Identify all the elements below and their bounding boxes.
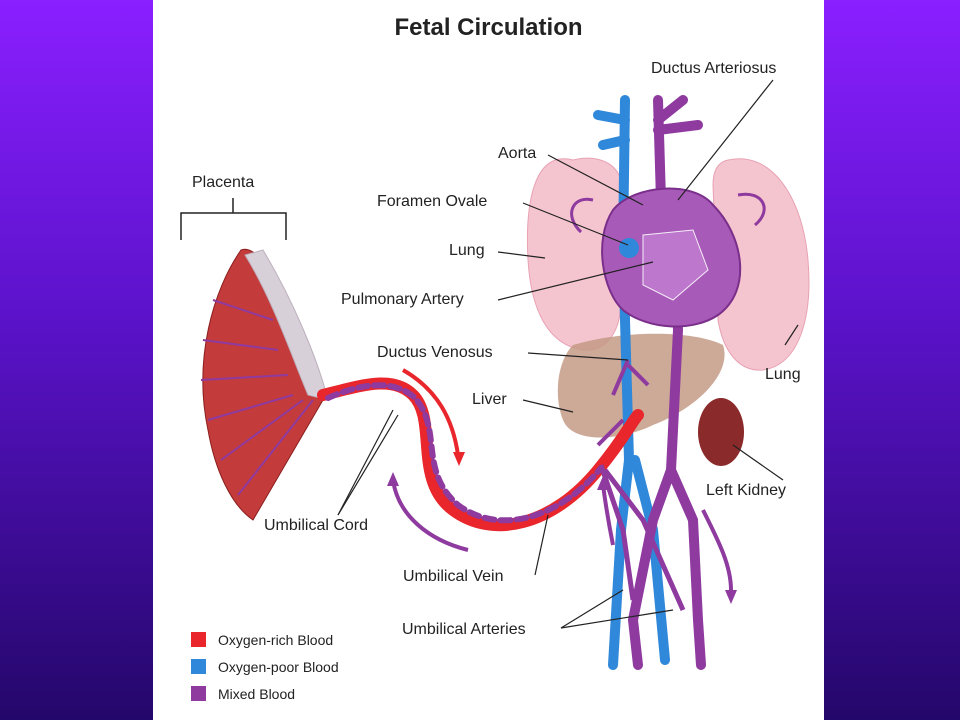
legend: Oxygen-rich Blood Oxygen-poor Blood Mixe… xyxy=(191,626,339,707)
left-kidney xyxy=(698,398,744,466)
arrow-oxygen-rich-flow xyxy=(402,368,460,456)
diagram-panel: Fetal Circulation xyxy=(153,0,824,720)
legend-item-oxygen-rich: Oxygen-rich Blood xyxy=(191,626,339,653)
label-ductus-arteriosus: Ductus Arteriosus xyxy=(651,60,777,77)
left-lung xyxy=(526,157,622,351)
label-ductus-venosus: Ductus Venosus xyxy=(377,344,493,361)
umbilical-arteries xyxy=(598,464,686,612)
leader-lines xyxy=(337,79,799,629)
label-aorta: Aorta xyxy=(498,145,537,162)
legend-item-oxygen-poor: Oxygen-poor Blood xyxy=(191,653,339,680)
label-lung-right: Lung xyxy=(765,366,801,383)
arrow-mixed-flow-left xyxy=(391,479,469,552)
label-pulmonary-artery: Pulmonary Artery xyxy=(341,291,464,308)
label-foramen-ovale: Foramen Ovale xyxy=(377,193,488,210)
label-left-kidney: Left Kidney xyxy=(706,482,787,499)
label-lung-left: Lung xyxy=(449,242,485,259)
label-umbilical-vein: Umbilical Vein xyxy=(403,568,504,585)
legend-label: Oxygen-rich Blood xyxy=(218,631,334,648)
right-lung xyxy=(712,158,810,371)
umbilical-cord-purple xyxy=(325,382,604,524)
fetal-circulation-illustration xyxy=(180,79,810,670)
diagram-title: Fetal Circulation xyxy=(394,14,583,41)
liver xyxy=(557,333,725,438)
placenta-bracket xyxy=(180,198,287,240)
legend-swatch-mixed xyxy=(191,686,206,701)
legend-item-mixed: Mixed Blood xyxy=(191,680,339,707)
legend-label: Mixed Blood xyxy=(218,685,296,702)
arrow-mixed-flow-down xyxy=(701,509,733,591)
legend-label: Oxygen-poor Blood xyxy=(218,658,339,675)
legend-swatch-oxygen-poor xyxy=(191,659,206,674)
label-umbilical-arteries: Umbilical Arteries xyxy=(402,621,526,638)
legend-swatch-oxygen-rich xyxy=(191,632,206,647)
label-umbilical-cord: Umbilical Cord xyxy=(264,517,369,534)
label-placenta: Placenta xyxy=(192,174,255,191)
arrow-lung-right xyxy=(737,192,766,227)
label-liver: Liver xyxy=(472,391,507,408)
arrow-lung-left xyxy=(570,197,594,234)
mixed-vessel-aorta xyxy=(627,95,706,670)
